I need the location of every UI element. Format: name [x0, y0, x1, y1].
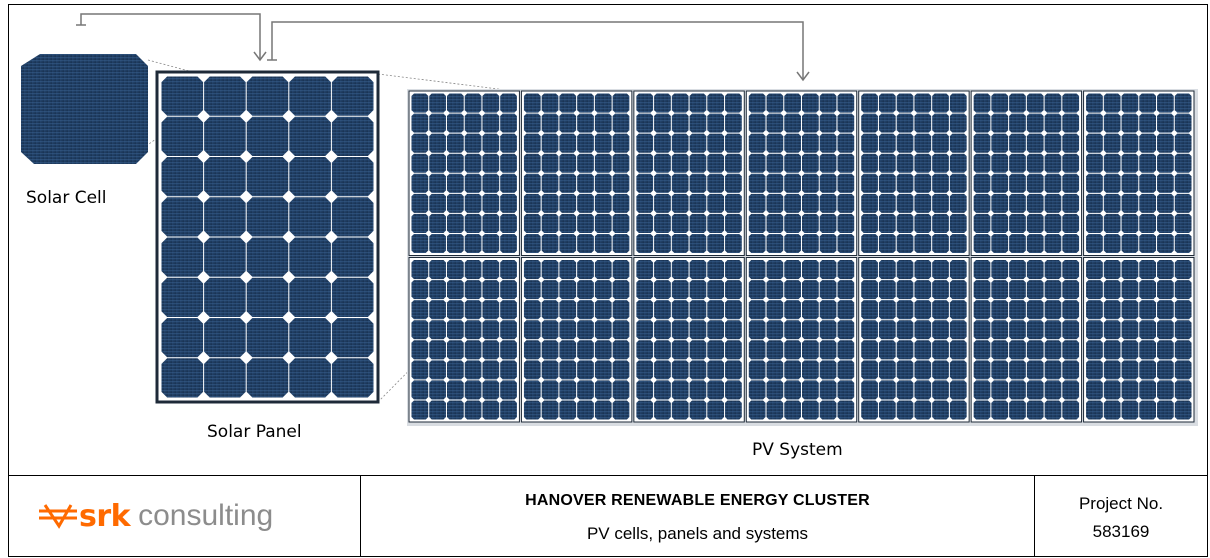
- solar-cell-image: [21, 54, 148, 164]
- pv-diagram: [21, 13, 1198, 426]
- pv-system-image: [407, 89, 1198, 426]
- company-logo: srk consulting: [9, 476, 361, 556]
- pv-system-label: PV System: [752, 440, 843, 460]
- project-label: Project No.: [1078, 494, 1164, 513]
- logo-text-bold: srk: [79, 498, 131, 534]
- solar-cell-label: Solar Cell: [26, 188, 107, 208]
- project-number: 583169: [1092, 522, 1150, 541]
- drawing-subtitle: PV cells, panels and systems: [586, 524, 809, 543]
- drawing-title-box: HANOVER RENEWABLE ENERGY CLUSTER PV cell…: [361, 476, 1035, 556]
- logo-text: consulting: [138, 499, 274, 532]
- srk-logo-icon: [39, 504, 77, 529]
- drawing-title: HANOVER RENEWABLE ENERGY CLUSTER: [525, 492, 870, 509]
- solar-panel-image: [155, 70, 380, 404]
- title-block: srk consulting HANOVER RENEWABLE ENERGY …: [8, 475, 1208, 557]
- solar-panel-label: Solar Panel: [207, 422, 302, 442]
- project-number-box: Project No. 583169: [1035, 476, 1207, 556]
- arrow-panel-to-system: [267, 21, 810, 82]
- arrow-cell-to-panel: [76, 13, 267, 62]
